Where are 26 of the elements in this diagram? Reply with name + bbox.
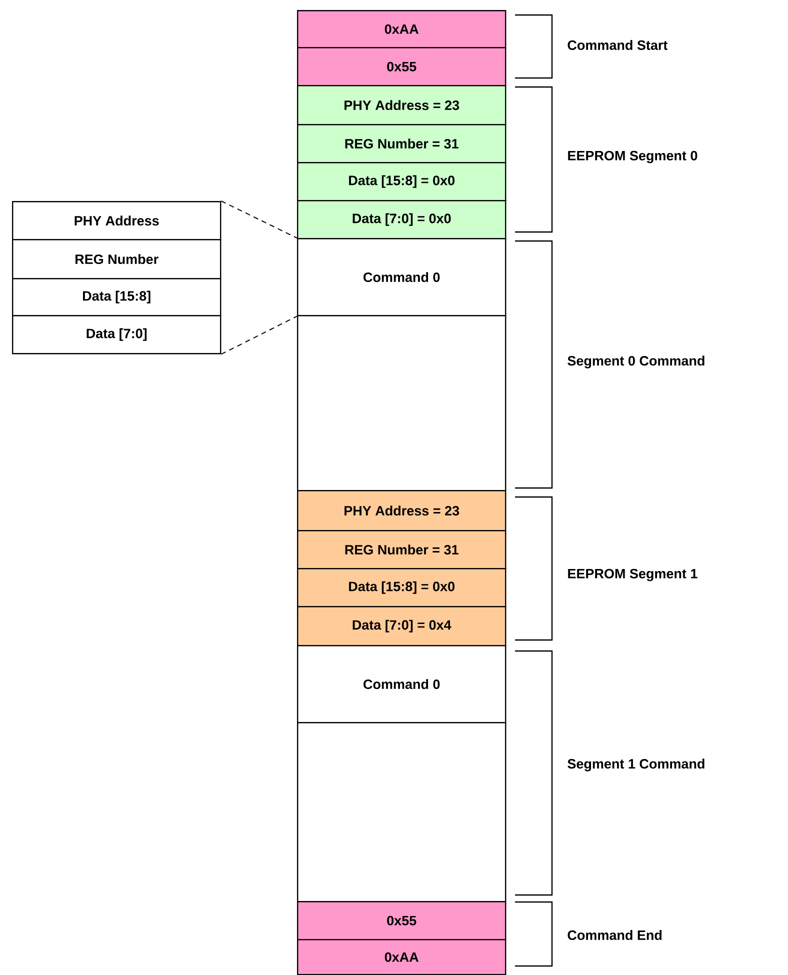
bracket-label: Command Start — [568, 40, 668, 50]
memory-cell: 0xAA — [297, 939, 506, 975]
memory-cell: 0x55 — [297, 901, 506, 940]
memory-cell: Data [15:8] = 0x0 — [297, 568, 506, 608]
memory-cell: PHY Address = 23 — [297, 85, 506, 126]
memory-cell: Data [7:0] = 0x0 — [297, 200, 506, 240]
bracket-label: Segment 1 Command — [568, 758, 704, 772]
field-cell: PHY Address — [12, 201, 222, 240]
leader-line — [220, 200, 298, 238]
bracket-label: EEPROM Segment 1 — [568, 568, 698, 582]
memory-cell: Data [15:8] = 0x0 — [297, 162, 506, 202]
memory-cell: REG Number = 31 — [297, 124, 506, 164]
memory-cell: PHY Address = 23 — [297, 490, 506, 532]
memory-cell: Command 0 — [297, 238, 506, 316]
bracket-label: EEPROM Segment 0 — [568, 150, 698, 164]
field-cell: REG Number — [12, 239, 222, 280]
memory-cell: Command 0 — [297, 645, 506, 724]
bracket-label: Command End — [568, 930, 662, 940]
memory-cell: REG Number = 31 — [297, 530, 506, 570]
bracket-label: Segment 0 Command — [568, 356, 704, 368]
memory-cell: 0xAA — [297, 10, 506, 48]
leader-line — [220, 316, 298, 355]
field-cell: Data [7:0] — [12, 315, 222, 354]
memory-cell: Data [7:0] = 0x4 — [297, 606, 506, 646]
memory-cell: 0x55 — [297, 47, 506, 86]
field-cell: Data [15:8] — [12, 278, 222, 316]
